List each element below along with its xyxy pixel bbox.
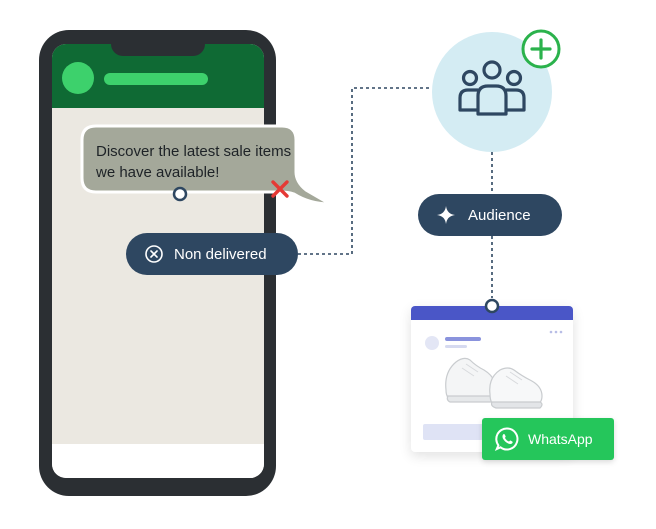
chat-input-bar: [52, 444, 264, 478]
connector-node: [484, 298, 500, 314]
connector-node: [172, 186, 188, 202]
whatsapp-button[interactable]: WhatsApp: [482, 418, 614, 460]
circle-x-icon: [145, 245, 163, 263]
phone-notch: [111, 30, 205, 56]
people-group-icon: [458, 60, 526, 116]
audience-badge: Audience: [418, 194, 562, 236]
chat-bubble: [80, 124, 332, 206]
whatsapp-button-label: WhatsApp: [528, 431, 593, 447]
sparkle-icon: [437, 206, 455, 224]
card-footer-placeholder: [423, 424, 483, 440]
audience-label: Audience: [468, 206, 531, 224]
non-delivered-label: Non delivered: [174, 245, 267, 263]
card-title-placeholder: [445, 337, 481, 341]
card-avatar: [425, 336, 439, 350]
chat-message-text: Discover the latest sale items we have a…: [96, 143, 292, 181]
contact-avatar: [62, 62, 94, 94]
red-x-icon: [271, 180, 289, 198]
card-subtitle-placeholder: [445, 345, 467, 348]
contact-name-placeholder: [104, 73, 208, 85]
sneakers-icon: [445, 357, 543, 409]
whatsapp-icon: [494, 427, 519, 451]
more-dots-icon: [549, 330, 563, 334]
plus-circle-icon: [521, 29, 561, 69]
non-delivered-badge: Non delivered: [126, 233, 298, 275]
